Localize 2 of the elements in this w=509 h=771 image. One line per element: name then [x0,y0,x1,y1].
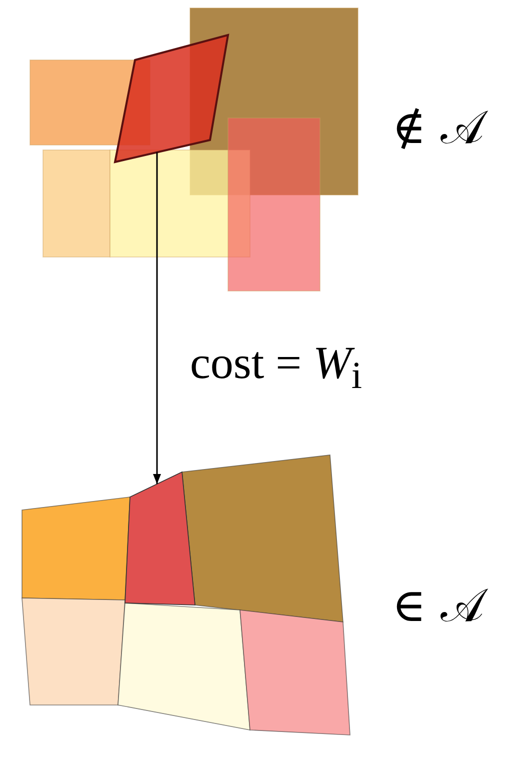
parallelogram-shape [113,33,230,164]
quadrilateral-shape [123,470,197,607]
